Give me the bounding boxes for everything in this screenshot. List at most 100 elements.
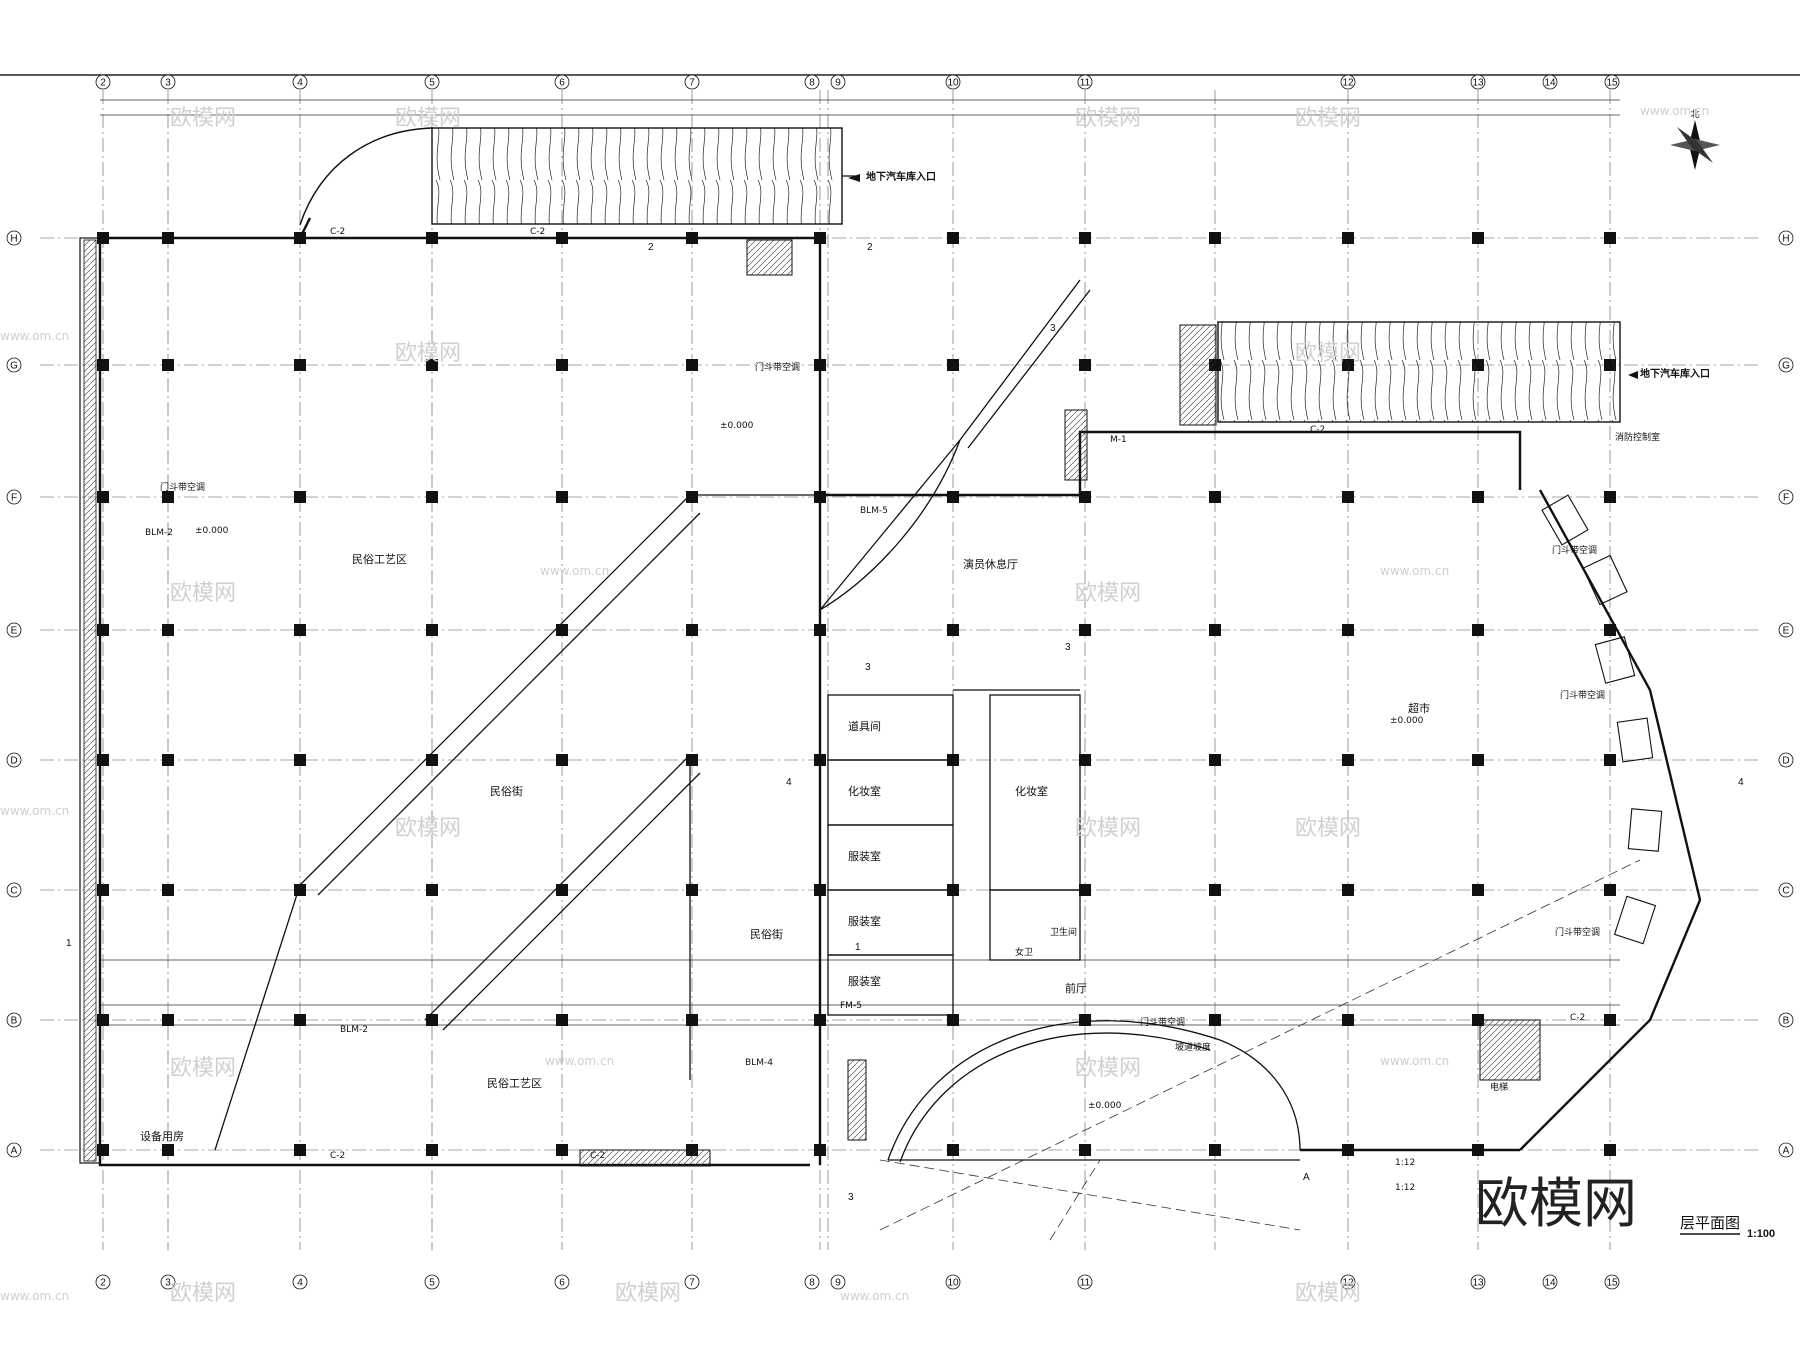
structural-column (1209, 232, 1221, 244)
structural-column (162, 884, 174, 896)
entrance-arrow-icon (1628, 371, 1638, 379)
axis-bubble (1604, 74, 1620, 90)
axis-bubble-label: G (1782, 361, 1790, 372)
watermark-url: www.om.cn (1380, 1054, 1449, 1068)
structural-column (294, 1014, 306, 1026)
east-facade-shops (1541, 494, 1663, 945)
note-label: 门斗带空调 (1555, 926, 1600, 938)
structural-column (686, 1014, 698, 1026)
axis-bubble-label: 13 (1472, 78, 1484, 89)
structural-column (556, 1144, 568, 1156)
axis-bubble-label: 4 (297, 1278, 303, 1289)
north-garage-ramp (299, 127, 860, 226)
structural-column (1079, 491, 1091, 503)
watermark-text: 欧模网 (1075, 106, 1141, 131)
section-marker-label: 4 (1738, 777, 1744, 788)
axis-bubble-label: 13 (1472, 1278, 1484, 1289)
axis-bubble-label: 5 (429, 78, 435, 89)
axis-bubble (554, 1274, 570, 1290)
axis-bubble-label: 4 (297, 78, 303, 89)
room-folk-street-south: 民俗街 (750, 927, 783, 941)
structural-column (1604, 232, 1616, 244)
room-dressing-1: 化妆室 (848, 784, 881, 798)
axis-bubble (1778, 1012, 1794, 1028)
structural-column (686, 754, 698, 766)
axis-bubble-label: 8 (809, 78, 815, 89)
section-markers: 2 2 3 3 3 3 4 4 1 1 A (66, 242, 1744, 1203)
watermark-text: 欧模网 (395, 106, 461, 131)
watermark-text: 欧模网 (1075, 1056, 1141, 1081)
structural-column (162, 359, 174, 371)
structural-column (162, 491, 174, 503)
structural-column (686, 359, 698, 371)
structural-column (947, 359, 959, 371)
axis-bubble (6, 622, 22, 638)
structural-column (1209, 884, 1221, 896)
door-label: BLM-2 (340, 1025, 368, 1035)
diagonal-street-walls (214, 279, 1091, 1151)
structural-column (426, 754, 438, 766)
dressing-room-block (827, 689, 1081, 1016)
watermark-grid: 欧模网欧模网欧模网欧模网欧模网欧模网欧模网欧模网欧模网欧模网欧模网欧模网欧模网欧… (0, 104, 1709, 1306)
axis-bubble (160, 74, 176, 90)
section-marker-label: 2 (867, 242, 873, 253)
watermark-text: 欧模网 (1295, 816, 1361, 841)
axis-bubble (1340, 1274, 1356, 1290)
garage-entrance-east-label: 地下汽车库入口 (1640, 367, 1710, 380)
axis-bubble-label: 3 (165, 1278, 171, 1289)
watermark-text: 欧模网 (170, 581, 236, 606)
structural-column (556, 624, 568, 636)
structural-column (162, 1144, 174, 1156)
section-marker-label: 3 (848, 1192, 854, 1203)
axis-bubble-label: 3 (165, 78, 171, 89)
room-costume-2: 服装室 (848, 914, 881, 928)
structural-column (426, 359, 438, 371)
title-block: 欧模网 层平面图 1:100 (1475, 1172, 1775, 1240)
structural-column (947, 624, 959, 636)
watermark-url: www.om.cn (1380, 564, 1449, 578)
axis-bubble-label: C (1782, 886, 1789, 897)
axis-bubble-label: 7 (689, 78, 695, 89)
structural-column (1079, 884, 1091, 896)
axis-bubble-label: 9 (835, 78, 841, 89)
axis-bubble (684, 1274, 700, 1290)
axis-bubble (6, 882, 22, 898)
axis-bubble-label: H (1782, 234, 1789, 245)
watermark-text: 欧模网 (1075, 816, 1141, 841)
watermark-text: 欧模网 (170, 106, 236, 131)
axis-bubble-label: 6 (559, 78, 565, 89)
axis-bubble-label: 14 (1544, 1278, 1556, 1289)
elevation-label: ±0.000 (1088, 1101, 1122, 1111)
structural-column (426, 491, 438, 503)
structural-column (947, 1144, 959, 1156)
watermark-text: 欧模网 (170, 1056, 236, 1081)
axis-bubble-label: E (1783, 626, 1790, 637)
axis-bubble-label: B (1783, 1016, 1790, 1027)
stairs (579, 239, 1541, 1167)
door-label: C-2 (530, 227, 545, 237)
structural-column (162, 754, 174, 766)
structural-column (1079, 1014, 1091, 1026)
axis-bubble-label: 10 (947, 1278, 959, 1289)
ramp-slope-label: 1:12 (1395, 1158, 1415, 1168)
axis-bubble (1778, 357, 1794, 373)
note-label: 门斗带空调 (1560, 689, 1605, 701)
axis-bubble (554, 74, 570, 90)
axis-bubble-label: H (10, 234, 17, 245)
structural-column (1472, 624, 1484, 636)
structural-column (1079, 624, 1091, 636)
entrance-labels: 地下汽车库入口 地下汽车库入口 (848, 170, 1710, 380)
axis-bubble (6, 752, 22, 768)
axis-bubble (6, 489, 22, 505)
structural-column (1472, 754, 1484, 766)
axis-bubble-label: 7 (689, 1278, 695, 1289)
structural-column (294, 624, 306, 636)
drawing-title: 层平面图 (1680, 1214, 1740, 1232)
structural-column (556, 491, 568, 503)
axis-bubble (1778, 489, 1794, 505)
structural-column (947, 491, 959, 503)
axis-bubble (1778, 230, 1794, 246)
structural-column (1209, 1144, 1221, 1156)
section-marker-label: 4 (786, 777, 792, 788)
